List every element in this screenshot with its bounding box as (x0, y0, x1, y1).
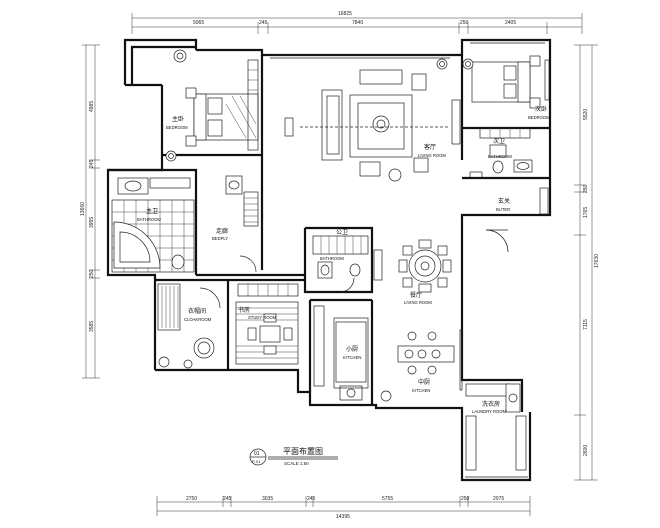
entry-name: 玄关 (498, 197, 510, 205)
bottom-dimension-1: 2750 (186, 496, 197, 502)
bottom-dimension-3: 3035 (262, 496, 273, 502)
master-bedroom-furniture (165, 49, 259, 162)
small-kitchen-furniture (313, 305, 392, 402)
corridor-label: BEDPLY (212, 236, 228, 241)
left-total-dimension: 13660 (80, 202, 86, 216)
second-bath-name: 次卫 (493, 137, 505, 145)
right-dimension-4: 7115 (583, 319, 589, 330)
cloakroom-furniture (157, 283, 221, 369)
left-dimension-3: 3955 (89, 217, 95, 228)
title-block (249, 448, 338, 466)
top-dimension-lines (131, 13, 583, 34)
windows (270, 39, 545, 481)
second-bedroom-name: 次卧 (535, 105, 547, 113)
public-bath-name: 公卫 (336, 229, 348, 236)
study-name: 书房 (238, 306, 250, 314)
left-dimension-1: 4985 (89, 101, 95, 112)
entry-door (485, 187, 549, 253)
left-dimension-lines (82, 44, 100, 379)
study-label: STUDY ROOM (248, 315, 277, 320)
bottom-dimension-5: 5755 (382, 496, 393, 502)
entry-label: BUTER (496, 207, 510, 212)
laundry-label: LAUNDRY ROOM (472, 409, 507, 414)
cloakroom-label: CLOAKROOM (184, 317, 212, 322)
bottom-dimension-lines (156, 496, 531, 516)
public-bath-fixtures (312, 235, 383, 293)
living-room-label: LIVING ROOM (418, 153, 446, 158)
master-bath-name: 主卫 (146, 207, 158, 215)
master-bath-fixtures (111, 175, 243, 273)
top-dimension-3: 7840 (352, 20, 363, 26)
living-room-furniture (284, 58, 461, 182)
study-furniture (235, 283, 299, 365)
second-bedroom-furniture (462, 55, 550, 139)
title-sheet: P-01 (252, 459, 261, 464)
living-room-name: 客厅 (424, 143, 436, 151)
bottom-dimension-6: 250 (461, 496, 470, 502)
bottom-dimension-4: 245 (307, 496, 316, 502)
title-number: 01 (254, 451, 260, 457)
cloakroom-name: 衣帽间 (188, 307, 206, 315)
dining-name: 餐厅 (410, 291, 422, 299)
right-total-dimension: 17630 (594, 254, 600, 268)
main-kitchen-name: 中厨 (418, 378, 430, 386)
exterior-walls (106, 38, 552, 482)
second-bath-fixtures (469, 144, 533, 179)
main-kitchen-furniture (397, 329, 463, 391)
left-dimension-5: 3585 (89, 321, 95, 332)
master-bedroom-label: BEDROOM (166, 125, 188, 130)
laundry-name: 洗衣房 (482, 400, 500, 408)
second-bedroom-label: BEDROOM (528, 115, 550, 120)
small-kitchen-label: KITCHEN (343, 355, 361, 360)
laundry-fixtures (465, 383, 527, 471)
left-dimension-4: 250 (89, 269, 95, 278)
bottom-dimension-2: 245 (223, 496, 232, 502)
corridor-shelving (239, 191, 259, 273)
top-dimension-4: 250 (460, 20, 469, 26)
right-dimension-1: 5520 (583, 109, 589, 120)
top-dimension-5: 2405 (505, 20, 516, 26)
top-dimension-2: 245 (259, 20, 268, 26)
right-dimension-lines (574, 44, 598, 481)
master-bath-label: BATHROOM (137, 217, 161, 222)
bottom-dimension-7: 2075 (493, 496, 504, 502)
top-dimension-1: 5065 (193, 20, 204, 26)
dining-label: LIVING ROOM (404, 300, 432, 305)
top-total-dimension: 16825 (338, 11, 352, 17)
left-dimension-2: 245 (89, 159, 95, 168)
second-bath-label: BATHROOM (488, 154, 512, 159)
main-kitchen-label: KITCHEN (412, 388, 430, 393)
dining-furniture (398, 239, 452, 293)
corridor-name: 走廊 (216, 227, 228, 235)
drawing-scale: SCALE 1:60 (284, 461, 309, 466)
public-bath-label: BATHROOM (320, 256, 344, 261)
master-bedroom-name: 主卧 (172, 115, 184, 123)
small-kitchen-name: 小厨 (346, 345, 358, 353)
right-dimension-2: 250 (583, 184, 589, 193)
bottom-total-dimension: 14395 (336, 514, 350, 520)
right-dimension-5: 2600 (583, 445, 589, 456)
drawing-title: 平面布置图 (283, 446, 323, 456)
right-dimension-3: 1765 (583, 207, 589, 218)
